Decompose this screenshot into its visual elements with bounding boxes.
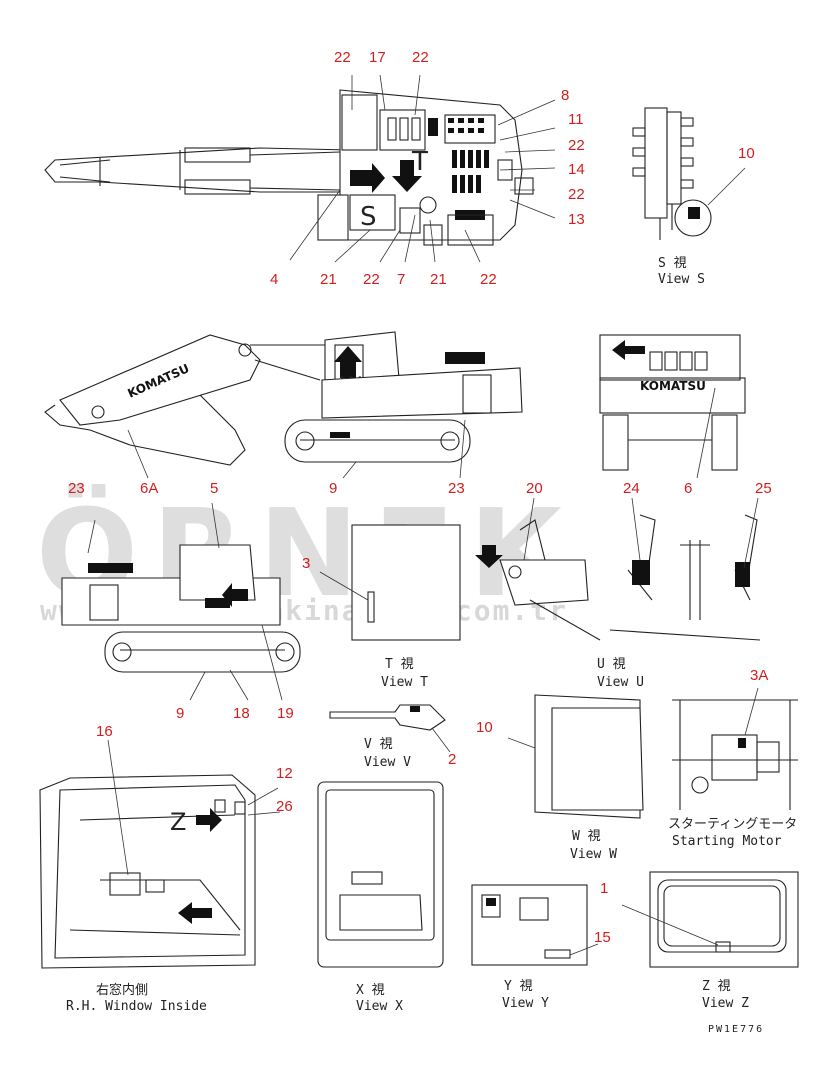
view-t-title-jp: T 視 [385,657,414,672]
callout-22: 22 [363,271,380,288]
callout-9: 9 [176,705,184,722]
view-y-title-en: View Y [502,996,549,1011]
view-v-title-en: View V [364,755,411,770]
view-s-drawing [632,107,746,240]
callout-22: 22 [334,49,351,66]
view-y-title-jp: Y 視 [504,979,533,994]
diagram-code: PW1E776 [708,1024,764,1035]
callout-22: 22 [412,49,429,66]
view-z-drawing [621,871,799,968]
callout-3A: 3A [750,667,768,684]
rh-window-drawing: Z [39,739,281,969]
callout-12: 12 [276,765,293,782]
callout-1: 1 [600,880,608,897]
view-w-title-jp: W 視 [572,829,601,844]
komatsu-logo-rear: KOMATSU [640,379,706,393]
top-view-drawing: T S [44,74,556,263]
starting-motor-drawing [672,687,798,810]
label-s-top: S [360,202,377,232]
callout-23: 23 [68,480,85,497]
callout-14: 14 [568,161,585,178]
label-z-window: Z [170,808,186,836]
rear-view-drawing: KOMATSU [599,334,746,479]
callout-20: 20 [526,480,543,497]
callout-17: 17 [369,49,386,66]
top-view-callouts: 22 17 22 8 11 22 14 22 13 4 21 22 7 21 2… [270,49,585,288]
callout-5: 5 [210,480,218,497]
view-x-drawing [317,781,444,968]
callout-3: 3 [302,555,310,572]
view-z-title-en: View Z [702,996,749,1011]
view-z-title-jp: Z 視 [702,979,731,994]
label-t-top: T [411,147,428,177]
starting-motor-title-en: Starting Motor [672,834,782,849]
view-u-title-en: View U [597,675,644,690]
view-s-title-jp: S 視 [658,256,687,271]
rh-window-title-jp: 右窓内側 [96,982,148,998]
callout-22: 22 [568,137,585,154]
callout-22: 22 [480,271,497,288]
view-v-title-jp: V 視 [364,737,393,752]
callout-16: 16 [96,723,113,740]
rh-window-title-en: R.H. Window Inside [66,999,207,1014]
callout-21: 21 [430,271,447,288]
callout-7: 7 [397,271,405,288]
view-w-drawing [507,694,644,819]
view-v-drawing [329,704,451,753]
callout-25: 25 [755,480,772,497]
view-x-title-en: View X [356,999,403,1014]
side-view-drawing: KOMATSU W [44,331,523,479]
callout-15: 15 [594,929,611,946]
callout-18: 18 [233,705,250,722]
callout-10: 10 [476,719,493,736]
view-u-title-jp: U 視 [597,657,626,672]
callout-9: 9 [329,480,337,497]
view-y-drawing [471,884,599,966]
callout-21: 21 [320,271,337,288]
callout-6: 6 [684,480,692,497]
left-view-drawing [61,502,301,701]
callout-23: 23 [448,480,465,497]
callout-6A: 6A [140,480,158,497]
callout-8: 8 [561,87,569,104]
view-u-drawing [475,497,761,641]
callout-11: 11 [568,111,584,128]
view-t-title-en: View T [381,675,428,690]
callout-10: 10 [738,145,755,162]
callout-26: 26 [276,798,293,815]
view-x-title-jp: X 視 [356,983,385,998]
view-t-drawing [319,524,461,641]
callout-22: 22 [568,186,585,203]
callout-4: 4 [270,271,278,288]
view-s-title-en: View S [658,272,705,287]
callout-19: 19 [277,705,294,722]
callout-24: 24 [623,480,640,497]
view-w-title-en: View W [570,847,617,862]
callout-2: 2 [448,751,456,768]
callout-13: 13 [568,211,585,228]
starting-motor-title-jp: スターティングモータ [668,817,797,832]
